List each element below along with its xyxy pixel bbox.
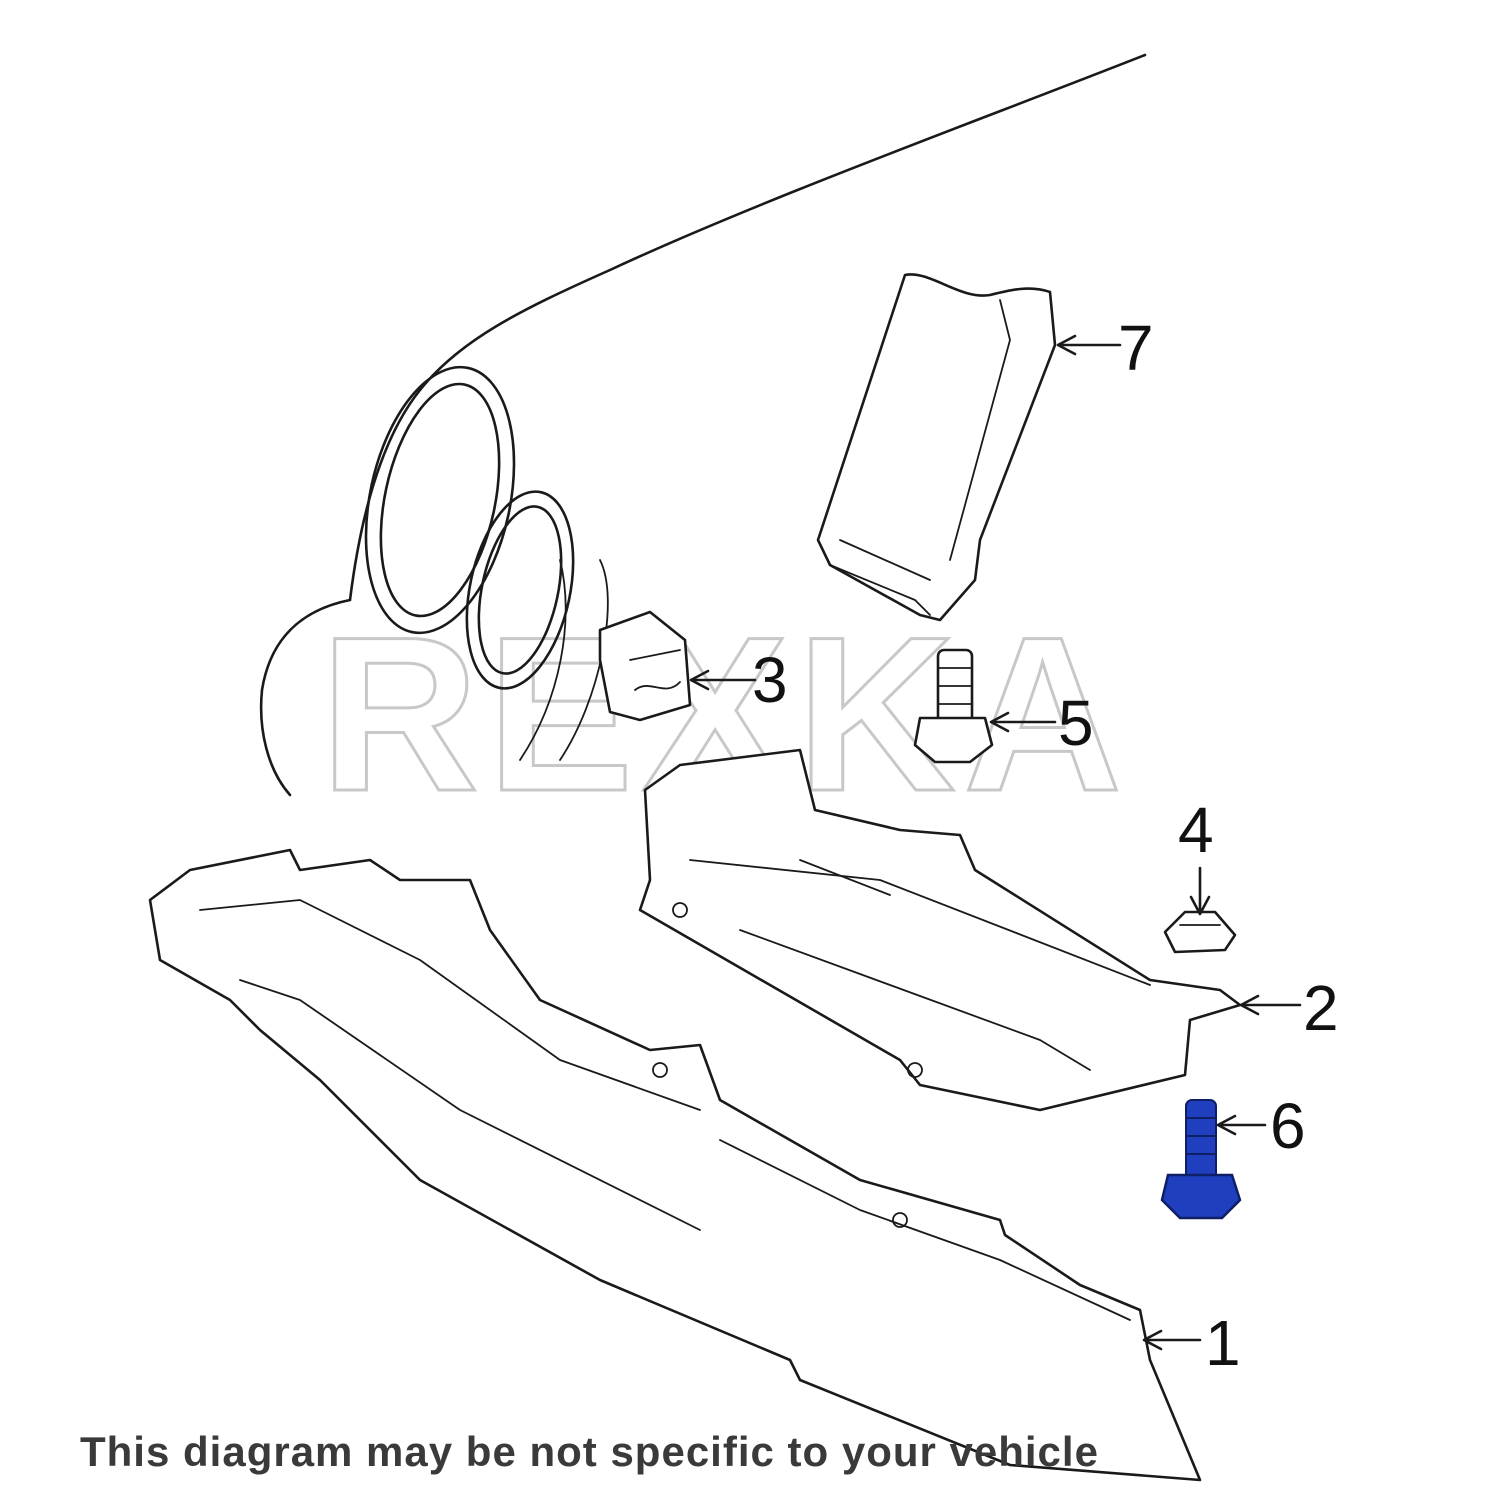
part-1-lower-shield[interactable] [148,848,1202,1482]
callout-3: 3 [752,644,788,716]
part-4-nut[interactable] [1163,910,1237,954]
part-2-upper-shield[interactable] [638,748,1242,1112]
part-3-clip[interactable] [598,610,692,722]
callout-6: 6 [1270,1090,1306,1162]
callout-labels: 7 3 5 4 2 6 1 [752,312,1339,1379]
callout-5: 5 [1058,687,1094,759]
part-7-deflector[interactable] [816,273,1057,622]
part-5-bolt[interactable] [913,648,994,764]
disclaimer-text: This diagram may be not specific to your… [80,1428,1099,1475]
part-6-bolt-highlighted[interactable] [1160,1099,1242,1220]
callout-2: 2 [1303,972,1339,1044]
vehicle-body-outline [259,53,1147,797]
callout-1: 1 [1205,1307,1241,1379]
callout-7: 7 [1118,312,1154,384]
callout-arrows [689,334,1302,1351]
callout-4: 4 [1178,794,1214,866]
